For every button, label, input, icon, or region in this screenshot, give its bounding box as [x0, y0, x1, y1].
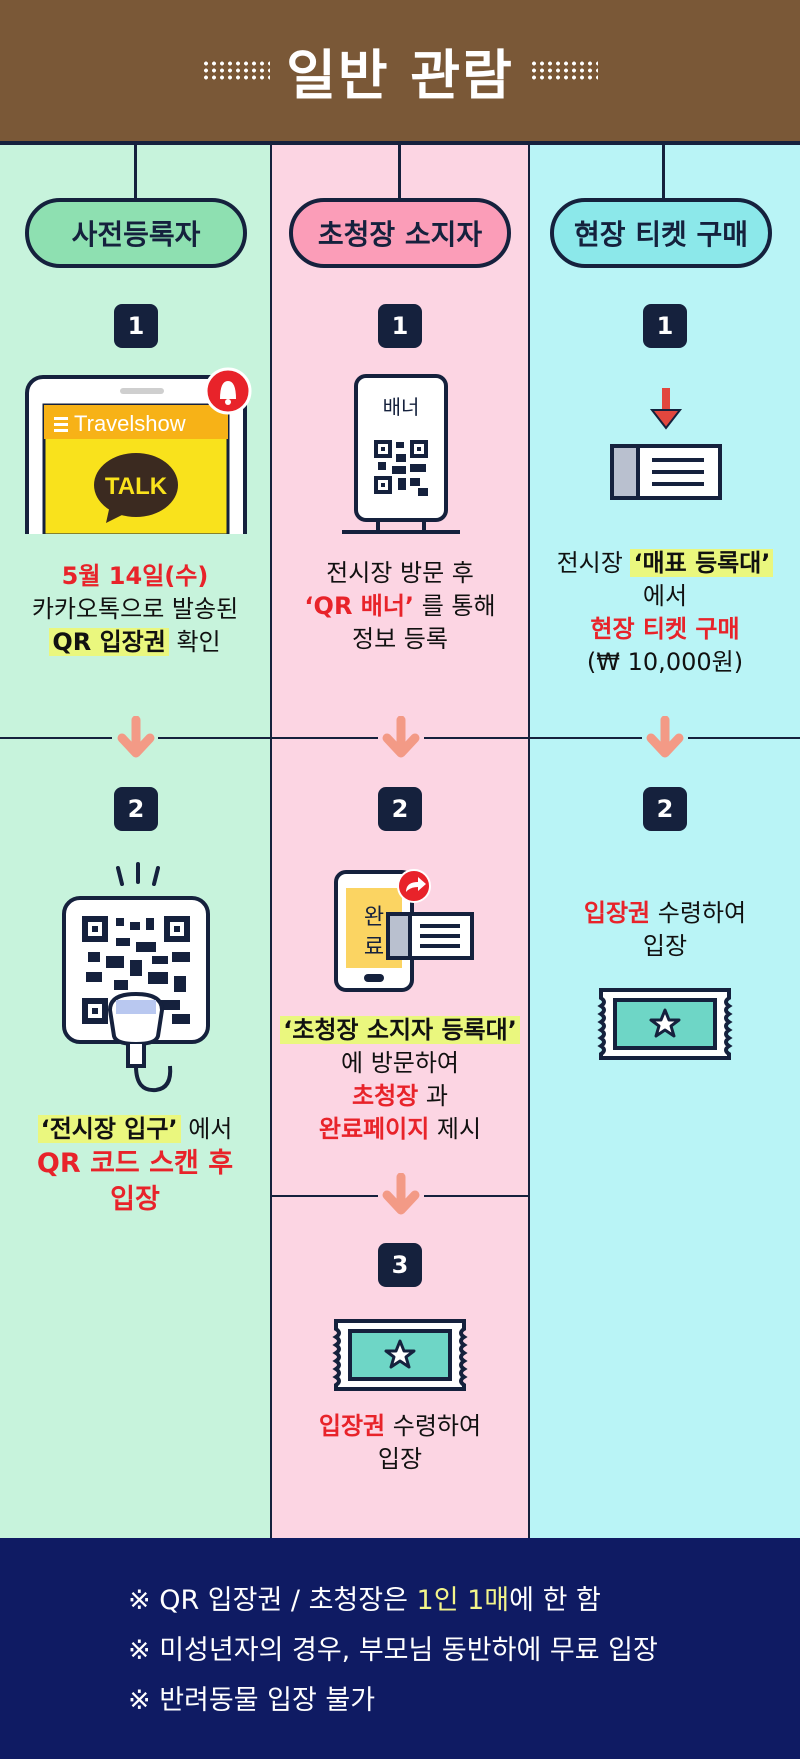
qr-banner-stand-icon: 배너 [342, 374, 460, 534]
highlight-text: QR 입장권 [49, 628, 169, 656]
svg-text:료: 료 [364, 935, 384, 960]
divider-line [158, 737, 378, 739]
description-line: 수령하여 [385, 1412, 482, 1440]
connector-line [134, 145, 137, 198]
description-line: 카카오톡으로 발송된 [31, 595, 239, 623]
ticket-price: (₩ 10,000원) [586, 648, 744, 676]
note-text: ※ QR 입장권 / 초청장은 [128, 1585, 417, 1616]
phone-kakaotalk-icon: Travelshow TALK [25, 367, 252, 534]
emphasis-text: 입장 [110, 1184, 160, 1215]
emphasis-text: 입장권 [583, 899, 651, 927]
step-description: 전시장 방문 후 ‘QR 배너’ 를 통해 정보 등록 [270, 557, 530, 656]
description-line: 과 [418, 1082, 448, 1110]
description-line: 입장 [642, 932, 688, 960]
highlight-text: ‘매표 등록대’ [630, 549, 774, 577]
event-date: 5월 14일(수) [61, 562, 209, 590]
step-number: 3 [378, 1243, 422, 1287]
arrow-down-icon [382, 1173, 420, 1215]
pill-invitation: 초청장 소지자 [289, 198, 511, 268]
arrow-down-icon [382, 716, 420, 758]
phone-complete-ticket-icon: 완 료 [334, 869, 474, 992]
note-highlight: 1인 1매 [416, 1585, 510, 1616]
column-preregistered [0, 145, 270, 1538]
column-onsite [530, 145, 800, 1538]
emphasis-text: QR 코드 스캔 후 [36, 1148, 234, 1179]
svg-text:Travelshow: Travelshow [74, 411, 186, 436]
highlight-text: ‘전시장 입구’ [37, 1115, 181, 1143]
description-line: 에 방문하여 [340, 1049, 460, 1077]
dots-decoration-right [529, 59, 598, 82]
description-line: 를 통해 [414, 592, 496, 620]
step-number: 1 [643, 304, 687, 348]
qr-scanner-icon [62, 862, 210, 1093]
step-description: 입장권 수령하여 입장 [270, 1410, 530, 1476]
step-description: 전시장 ‘매표 등록대’ 에서 현장 티켓 구매 (₩ 10,000원) [530, 547, 800, 679]
step-description: ‘초청장 소지자 등록대’ 에 방문하여 초청장 과 완료페이지 제시 [270, 1014, 530, 1146]
note-line: ※ QR 입장권 / 초청장은 1인 1매에 한 함 [128, 1578, 601, 1617]
svg-text:배너: 배너 [383, 395, 420, 419]
description-line: 확인 [168, 628, 221, 656]
ticket-star-icon [597, 988, 733, 1060]
svg-text:완: 완 [364, 905, 384, 930]
description-line: 입장 [377, 1445, 423, 1473]
header-banner: 일반 관람 [0, 0, 800, 145]
ticket-star-icon [332, 1319, 468, 1391]
connector-line [398, 145, 401, 198]
description-line: 전시장 [556, 549, 631, 577]
step-description: 5월 14일(수) 카카오톡으로 발송된 QR 입장권 확인 [0, 560, 270, 659]
divider-line [688, 737, 800, 739]
connector-line [662, 145, 665, 198]
emphasis-text: 초청장 [352, 1082, 419, 1110]
pill-onsite: 현장 티켓 구매 [550, 198, 772, 268]
emphasis-text: 완료페이지 [318, 1115, 430, 1143]
step-number: 2 [378, 787, 422, 831]
emphasis-text: 입장권 [318, 1412, 386, 1440]
description-line: 제시 [429, 1115, 482, 1143]
description-line: 수령하여 [650, 899, 747, 927]
description-line: 전시장 방문 후 [326, 559, 474, 587]
step-number: 1 [378, 304, 422, 348]
step-number: 2 [114, 787, 158, 831]
divider-line [424, 737, 642, 739]
pill-preregistered: 사전등록자 [25, 198, 247, 268]
ticket-insert-icon [610, 388, 722, 500]
description-line: 정보 등록 [352, 625, 448, 653]
emphasis-text: ‘QR 배너’ [304, 592, 415, 620]
svg-text:TALK: TALK [105, 473, 168, 500]
page-title: 일반 관람 [286, 44, 514, 107]
divider-line [424, 1195, 528, 1197]
divider-line [0, 737, 112, 739]
step-description: 입장권 수령하여 입장 [530, 897, 800, 963]
footer-notes: ※ QR 입장권 / 초청장은 1인 1매에 한 함 ※ 미성년자의 경우, 부… [0, 1538, 800, 1759]
step-number: 1 [114, 304, 158, 348]
arrow-down-icon [646, 716, 684, 758]
description-line: 에서 [180, 1115, 233, 1143]
arrow-down-icon [117, 716, 155, 758]
divider-line [272, 1195, 378, 1197]
note-line: ※ 미성년자의 경우, 부모님 동반하에 무료 입장 [128, 1635, 658, 1666]
description-line: 에서 [642, 582, 688, 610]
note-text: 에 한 함 [509, 1585, 601, 1616]
note-line: ※ 반려동물 입장 불가 [128, 1685, 376, 1716]
highlight-text: ‘초청장 소지자 등록대’ [280, 1016, 520, 1044]
emphasis-text: 현장 티켓 구매 [590, 615, 740, 643]
step-number: 2 [643, 787, 687, 831]
step-description: ‘전시장 입구’ 에서 QR 코드 스캔 후 입장 [0, 1113, 270, 1218]
dots-decoration-left [202, 59, 271, 82]
